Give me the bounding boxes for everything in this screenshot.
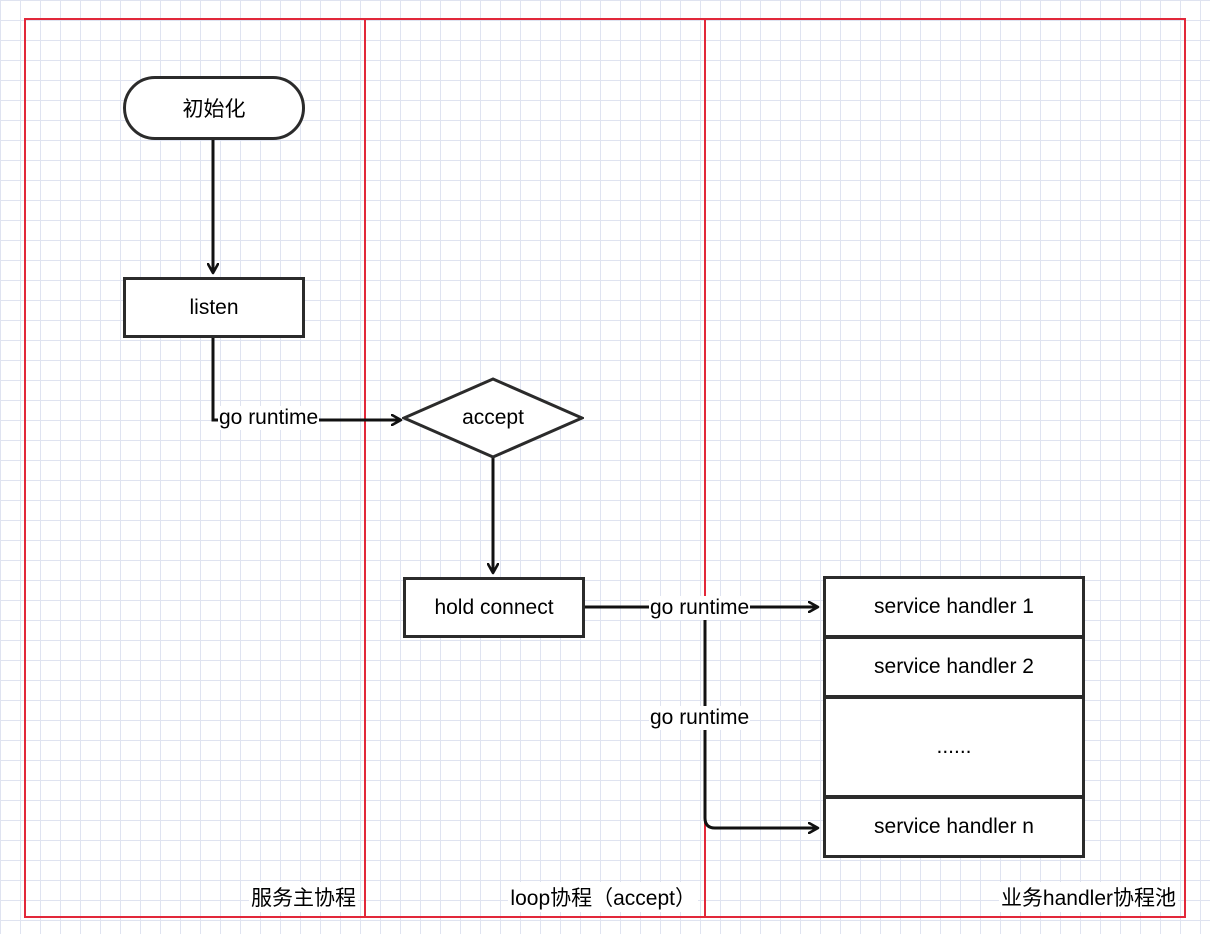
edge-label-hold-to-handlern: go runtime (649, 706, 751, 730)
node-service-handler-2: service handler 2 (823, 636, 1085, 698)
node-service-handler-n: service handler n (823, 796, 1085, 858)
decision-diamond-shape (402, 377, 584, 459)
lane-label-main: 服务主协程 (249, 882, 358, 912)
node-listen: listen (123, 277, 305, 338)
node-accept: accept (402, 377, 584, 459)
node-service-handler-ellipsis: ...... (823, 696, 1085, 798)
node-accept-label: accept (462, 406, 524, 429)
lane-handler-pool: 业务handler协程池 (704, 18, 1186, 918)
node-hold-connect: hold connect (403, 577, 585, 638)
edge-label-listen-to-accept: go runtime (218, 406, 320, 430)
edge-label-hold-to-handler1: go runtime (649, 596, 751, 620)
node-service-handler-1: service handler 1 (823, 576, 1085, 638)
edge-listen-to-accept (211, 338, 401, 420)
lane-label-pool: 业务handler协程池 (998, 882, 1178, 912)
lane-label-loop: loop协程（accept） (508, 882, 698, 912)
node-init: 初始化 (123, 76, 305, 140)
